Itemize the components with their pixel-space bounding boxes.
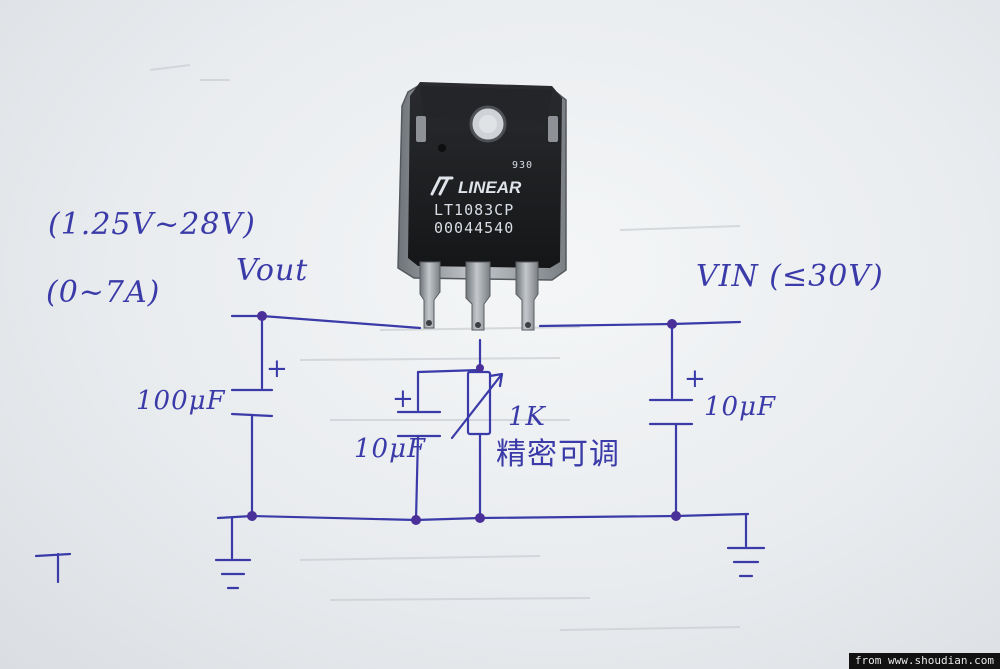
label-vin: VIN (≤30V) (696, 259, 884, 294)
lead-vout (465, 261, 491, 331)
chip-leads (419, 261, 539, 331)
lt1083-regulator (397, 82, 567, 331)
ground-left-icon (214, 516, 252, 590)
lead-adj (419, 261, 441, 329)
label-current-range: (0~7A) (46, 275, 161, 310)
chip-lot-code: 00044540 (434, 219, 515, 237)
cap-10uf-adj-symbol (396, 370, 442, 522)
junction-dots (247, 311, 681, 525)
chip-brand: LINEAR (458, 178, 522, 197)
label-cap-out: 100μF (136, 386, 226, 416)
ground-right-icon (726, 512, 766, 578)
cap-10uf-in-symbol (648, 322, 694, 518)
input-wire (538, 320, 742, 328)
label-vout-range: (1.25V~28V) (48, 207, 256, 242)
chip-mark-small: 930 (512, 160, 534, 171)
label-vout: Vout (236, 253, 309, 288)
ground-bus (216, 512, 750, 522)
linear-logo-icon (430, 176, 454, 196)
plus-cap-in: + (684, 364, 707, 394)
plus-cap-adj: + (392, 384, 415, 414)
plus-cap-out: + (266, 354, 289, 384)
chip-part-number: LT1083CP (434, 201, 515, 219)
label-cap-adj: 10μF (354, 434, 427, 464)
source-credit: from www.shoudian.com (848, 653, 1000, 669)
chip-body (408, 82, 562, 268)
cap-100uf-symbol (230, 314, 274, 518)
label-pot-desc: 精密可调 (496, 437, 620, 472)
schematic-ink (34, 314, 766, 590)
lead-vin (515, 261, 539, 331)
label-pot-value: 1K (508, 402, 546, 432)
label-cap-in: 10μF (704, 392, 777, 422)
